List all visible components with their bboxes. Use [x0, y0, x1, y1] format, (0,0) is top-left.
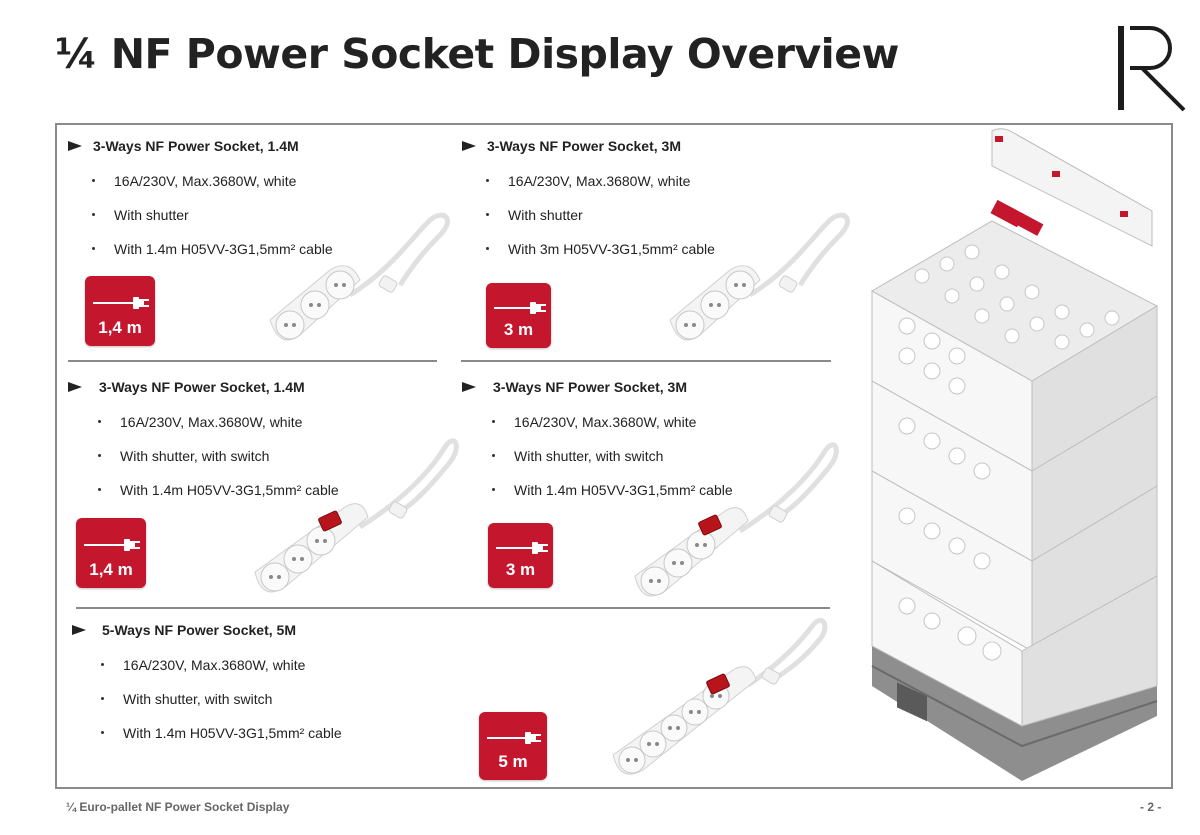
- page-title: ¼ NF Power Socket Display Overview: [55, 30, 899, 78]
- spec-item: With shutter, with switch: [101, 690, 342, 724]
- cable-length-label: 1,4 m: [89, 560, 133, 579]
- cable-length-label: 3 m: [505, 560, 536, 579]
- spec-item: 16A/230V, Max.3680W, white: [101, 656, 342, 690]
- divider: [68, 360, 437, 362]
- cable-length-badge: 1,4 m: [76, 518, 146, 588]
- spec-list: 16A/230V, Max.3680W, white With shutter,…: [98, 413, 339, 515]
- cable-length-label: 3 m: [503, 320, 534, 339]
- cable-length-label: 1,4 m: [98, 318, 142, 337]
- spec-item: With shutter: [486, 206, 715, 240]
- spec-item: 16A/230V, Max.3680W, white: [492, 413, 733, 447]
- spec-item: With 1.4m H05VV-3G1,5mm² cable: [98, 481, 339, 515]
- spec-item: With 1.4m H05VV-3G1,5mm² cable: [492, 481, 733, 515]
- arrow-marker-icon: [72, 625, 86, 635]
- cable-length-badge: 5 m: [479, 712, 547, 780]
- product-title: 3-Ways NF Power Socket, 3M: [462, 379, 687, 395]
- power-strip-3way-switch-image: [634, 442, 839, 597]
- cable-length-badge: 3 m: [486, 283, 551, 348]
- divider: [76, 607, 830, 609]
- product-title-text: 5-Ways NF Power Socket, 5M: [102, 622, 296, 638]
- product-title-text: 3-Ways NF Power Socket, 3M: [493, 379, 687, 395]
- arrow-marker-icon: [68, 382, 82, 392]
- cable-length-badge: 1,4 m: [85, 276, 155, 346]
- spec-item: 16A/230V, Max.3680W, white: [92, 172, 333, 206]
- spec-item: With shutter, with switch: [98, 447, 339, 481]
- pallet-display-stand-image: [870, 128, 1159, 781]
- product-title-text: 3-Ways NF Power Socket, 1.4M: [93, 138, 299, 154]
- product-title: 3-Ways NF Power Socket, 1.4M: [68, 138, 299, 154]
- cable-plug-icon: [93, 297, 149, 309]
- product-title: 3-Ways NF Power Socket, 1.4M: [68, 379, 305, 395]
- power-strip-3way-image: [269, 212, 450, 341]
- spec-item: With 1.4m H05VV-3G1,5mm² cable: [92, 240, 333, 274]
- arrow-marker-icon: [462, 141, 476, 151]
- spec-item: 16A/230V, Max.3680W, white: [98, 413, 339, 447]
- arrow-marker-icon: [462, 382, 476, 392]
- spec-item: With 1.4m H05VV-3G1,5mm² cable: [101, 724, 342, 758]
- cable-length-label: 5 m: [498, 752, 528, 771]
- cable-plug-icon: [496, 542, 548, 554]
- product-title: 5-Ways NF Power Socket, 5M: [72, 622, 296, 638]
- arrow-marker-icon: [68, 141, 82, 151]
- spec-item: With shutter: [92, 206, 333, 240]
- brand-r-logo-icon: [1118, 26, 1186, 112]
- page-number: - 2 -: [1140, 800, 1162, 814]
- spec-list: 16A/230V, Max.3680W, white With shutter …: [486, 172, 715, 274]
- power-strip-5way-switch-image: [612, 617, 828, 775]
- spec-item: With 3m H05VV-3G1,5mm² cable: [486, 240, 715, 274]
- spec-list: 16A/230V, Max.3680W, white With shutter,…: [492, 413, 733, 515]
- product-title-text: 3-Ways NF Power Socket, 3M: [487, 138, 681, 154]
- cable-length-badge: 3 m: [488, 523, 553, 588]
- power-strip-3way-switch-image: [254, 438, 459, 593]
- divider: [461, 360, 831, 362]
- footer-caption: ¼ Euro-pallet NF Power Socket Display: [66, 800, 290, 814]
- power-strip-3way-image: [669, 212, 850, 341]
- content-frame: [55, 123, 1173, 789]
- spec-list: 16A/230V, Max.3680W, white With shutter,…: [101, 656, 342, 758]
- spec-item: With shutter, with switch: [492, 447, 733, 481]
- cable-plug-icon: [494, 302, 546, 314]
- product-title: 3-Ways NF Power Socket, 3M: [462, 138, 681, 154]
- spec-list: 16A/230V, Max.3680W, white With shutter …: [92, 172, 333, 274]
- product-title-text: 3-Ways NF Power Socket, 1.4M: [99, 379, 305, 395]
- spec-item: 16A/230V, Max.3680W, white: [486, 172, 715, 206]
- cable-plug-icon: [84, 539, 140, 551]
- cable-plug-icon: [487, 732, 541, 744]
